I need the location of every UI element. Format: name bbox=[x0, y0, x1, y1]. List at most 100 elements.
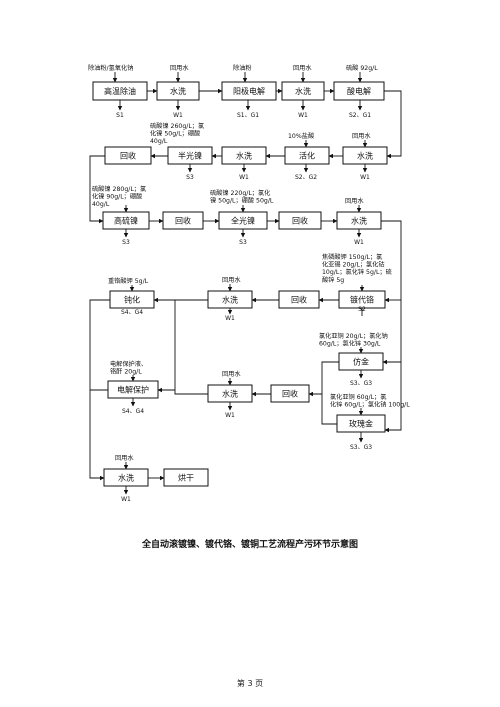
output-label-o4: W1 bbox=[298, 112, 308, 119]
process-box-label: 高硫镍 bbox=[114, 216, 138, 226]
process-box-label: 钝化 bbox=[124, 295, 140, 305]
input-label-huiyongshui-6: 回用水 bbox=[222, 370, 241, 378]
output-label-o12: W1 bbox=[354, 239, 364, 246]
page-number: 第 3 页 bbox=[236, 679, 264, 688]
process-box-fangjin: 仿金 bbox=[338, 352, 384, 371]
process-box-dianjie-baohu: 电解保护 bbox=[107, 380, 159, 399]
flow-line-row1-row2 bbox=[384, 90, 402, 159]
process-box-label: 回收 bbox=[120, 151, 136, 161]
input-label-huiyongshui-2: 回用水 bbox=[293, 64, 312, 72]
flow-line-left-bus bbox=[89, 299, 110, 481]
output-label-o5: S2、G1 bbox=[349, 112, 371, 119]
process-box-gaowen-chuyou: 高温除油 bbox=[92, 81, 148, 101]
process-box-gaoliu-nie: 高硫镍 bbox=[102, 211, 150, 230]
output-label-o17: S3、G3 bbox=[350, 380, 372, 387]
process-box-label: 高温除油 bbox=[104, 86, 136, 96]
output-label-o3: S1、G1 bbox=[237, 112, 259, 119]
input-label-huiyongshui-4: 回用水 bbox=[345, 197, 364, 205]
output-label-o14: W1 bbox=[225, 315, 235, 322]
output-label-o13: S4、G4 bbox=[121, 309, 143, 316]
output-label-o6: S3 bbox=[186, 174, 194, 181]
process-box-label: 玫瑰金 bbox=[349, 419, 373, 429]
process-box-huishou-4: 回收 bbox=[278, 290, 320, 309]
process-box-label: 水洗 bbox=[170, 86, 186, 96]
input-label-huiyongshui-1: 回用水 bbox=[170, 64, 189, 72]
process-box-label: 回收 bbox=[282, 389, 298, 399]
process-box-yangji-dianjie: 阳极电解 bbox=[221, 81, 277, 101]
process-box-shuixi-8: 水洗 bbox=[103, 468, 149, 487]
process-box-banguang-nie: 半光镍 bbox=[167, 146, 213, 165]
flow-lines bbox=[89, 72, 402, 495]
process-box-label: 水洗 bbox=[357, 151, 373, 161]
process-box-shuixi-1: 水洗 bbox=[156, 81, 200, 101]
process-box-label: 活化 bbox=[299, 151, 315, 161]
process-box-label: 回收 bbox=[175, 216, 191, 226]
process-box-shuixi-7: 水洗 bbox=[207, 384, 253, 403]
process-box-huishou-3: 回收 bbox=[278, 211, 322, 230]
process-box-label: 水洗 bbox=[295, 86, 311, 96]
flow-line-right-bus bbox=[381, 220, 402, 433]
input-label-yansuan: 10%盐酸 bbox=[288, 132, 314, 140]
process-box-label: 全光镍 bbox=[231, 216, 255, 226]
output-label-o1: S1 bbox=[116, 112, 124, 119]
process-box-shuixi-3: 水洗 bbox=[221, 146, 267, 165]
input-label-huiyongshui-7: 回用水 bbox=[115, 454, 134, 462]
process-boxes: 高温除油水洗阳极电解水洗酸电解回收半光镍水洗活化水洗高硫镍回收全光镍回收水洗钝化… bbox=[92, 81, 388, 487]
process-box-label: 烘干 bbox=[178, 473, 194, 483]
input-label-meigui-chem: 氯化亚铜 60g/L；氯化锌 60g/L；氯化钠 100g/L bbox=[330, 393, 410, 409]
process-box-label: 半光镍 bbox=[178, 151, 202, 161]
figure-caption: 全自动滚镀镍、镀代铬、镀铜工艺流程产污环节示意图 bbox=[141, 540, 358, 550]
process-box-honggan: 烘干 bbox=[163, 468, 209, 487]
process-box-shuixi-5: 水洗 bbox=[336, 211, 382, 230]
output-label-o7: W1 bbox=[239, 174, 249, 181]
input-label-dianjie-chem: 电解保护液、铬酐 20g/L bbox=[110, 360, 147, 376]
output-label-o15: S2 bbox=[358, 306, 366, 313]
flow-line bbox=[321, 361, 339, 394]
process-box-huishou-2: 回收 bbox=[162, 211, 204, 230]
output-label-o16: S4、G4 bbox=[122, 408, 144, 415]
process-box-meiguijin: 玫瑰金 bbox=[336, 414, 386, 433]
process-box-shuixi-2: 水洗 bbox=[281, 81, 325, 101]
process-box-quanguang-nie: 全光镍 bbox=[218, 211, 268, 230]
input-label-huiyongshui-3: 回用水 bbox=[352, 132, 371, 140]
output-label-o20: W1 bbox=[121, 496, 131, 503]
process-box-label: 电解保护 bbox=[117, 385, 149, 395]
input-label-chuyoufen: 除油粉/氢氧化钠 bbox=[88, 64, 133, 72]
input-label-zhonggesuan: 重铬酸钾 5g/L bbox=[108, 277, 149, 285]
input-label-quanguang-chem: 硫酸镍 220g/L；氯化镍 50g/L；硼酸 50g/L bbox=[210, 189, 274, 205]
process-box-label: 水洗 bbox=[351, 216, 367, 226]
process-box-duhua: 钝化 bbox=[109, 290, 155, 309]
process-box-label: 酸电解 bbox=[347, 86, 371, 96]
output-label-o2: W1 bbox=[173, 112, 183, 119]
input-labels: 除油粉/氢氧化钠回用水除油粉回用水硫酸 92g/L硫酸镍 260g/L；氯化镍 … bbox=[88, 64, 410, 462]
process-box-label: 镀代铬 bbox=[350, 295, 374, 305]
process-box-label: 回收 bbox=[291, 295, 307, 305]
process-box-label: 水洗 bbox=[118, 473, 134, 483]
process-box-label: 仿金 bbox=[353, 357, 369, 367]
output-label-o8: S2、G2 bbox=[295, 174, 317, 181]
process-box-label: 阳极电解 bbox=[233, 86, 265, 96]
output-label-o18: W1 bbox=[225, 412, 235, 419]
flow-line bbox=[308, 391, 337, 425]
process-box-huohua: 活化 bbox=[284, 146, 330, 165]
process-box-label: 水洗 bbox=[222, 295, 238, 305]
process-box-du-daige: 镀代铬 bbox=[338, 290, 386, 309]
flow-line bbox=[174, 300, 208, 395]
process-box-huishou-1: 回收 bbox=[104, 146, 152, 165]
process-box-shuixi-4: 水洗 bbox=[342, 146, 388, 165]
input-label-chuyoufen-2: 除油粉 bbox=[233, 64, 252, 72]
flow-line-row2-row3 bbox=[89, 155, 105, 224]
process-box-suan-dianjie: 酸电解 bbox=[333, 81, 385, 101]
input-label-huiyongshui-5: 回用水 bbox=[222, 276, 241, 284]
output-label-o9: W1 bbox=[360, 174, 370, 181]
process-box-label: 水洗 bbox=[222, 389, 238, 399]
output-label-o10: S3 bbox=[122, 239, 130, 246]
process-box-shuixi-6: 水洗 bbox=[207, 290, 253, 309]
process-box-label: 水洗 bbox=[236, 151, 252, 161]
input-label-liusuan: 硫酸 92g/L bbox=[346, 64, 378, 72]
